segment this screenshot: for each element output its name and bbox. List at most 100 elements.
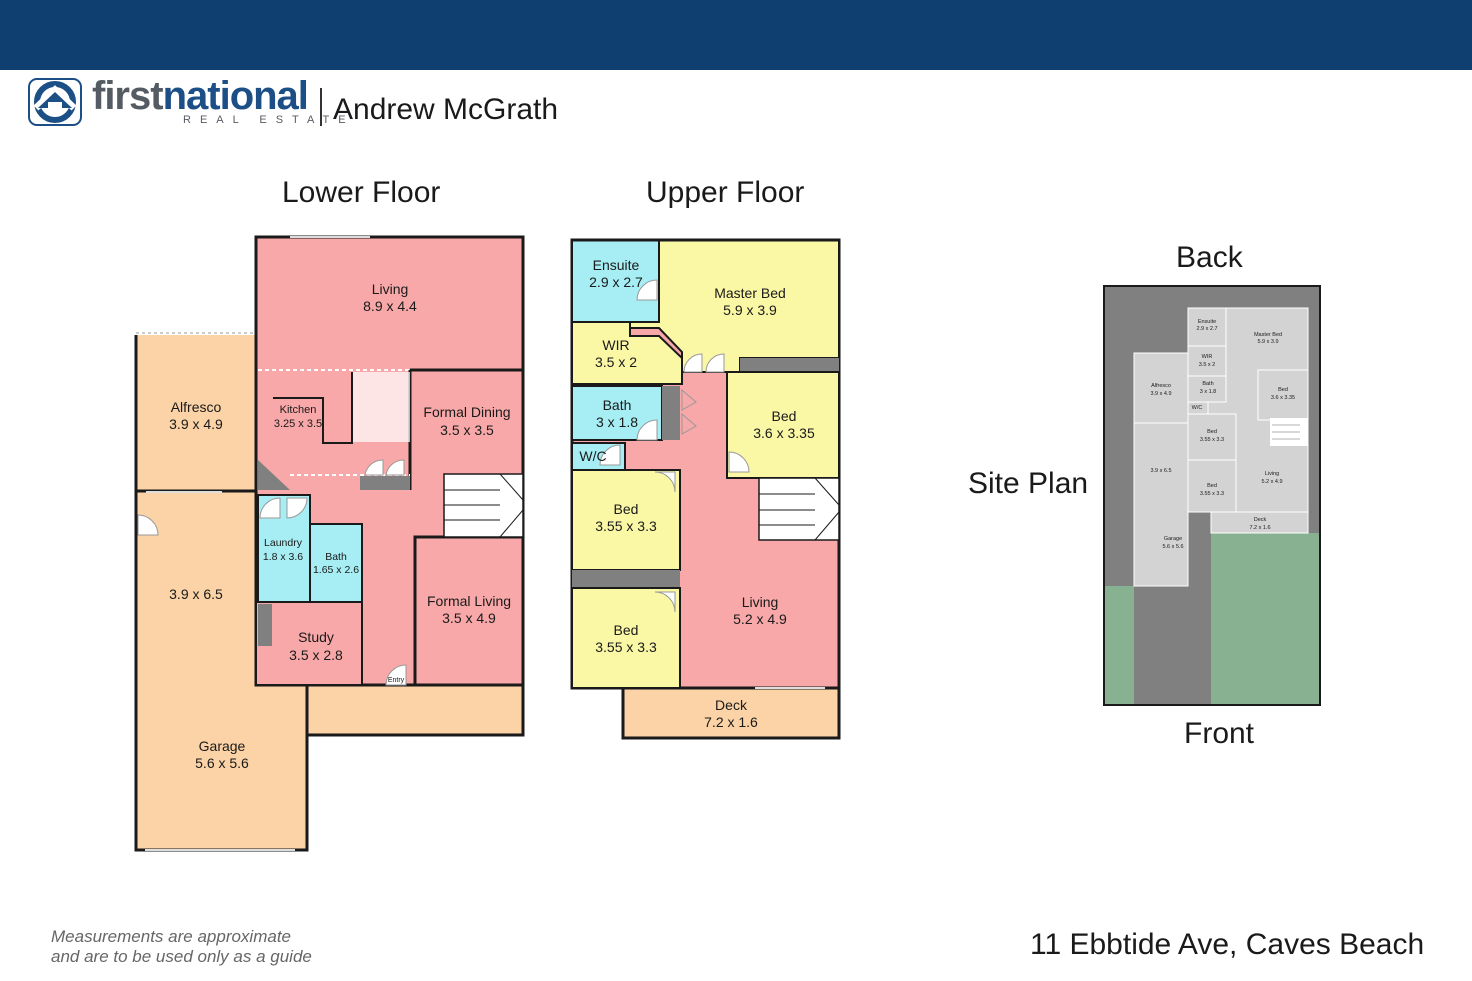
disclaimer-line-2: and are to be used only as a guide bbox=[51, 947, 312, 966]
alfresco-room bbox=[136, 335, 256, 493]
disclaimer-line-1: Measurements are approximate bbox=[51, 927, 292, 946]
svg-text:3.9 x 6.5: 3.9 x 6.5 bbox=[1150, 468, 1171, 474]
svg-text:3.55 x 3.3: 3.55 x 3.3 bbox=[1200, 491, 1224, 497]
lower-floor-title: Lower Floor bbox=[282, 176, 441, 209]
alfresco-label: Alfresco bbox=[171, 399, 222, 415]
svg-text:W/C: W/C bbox=[1192, 405, 1203, 411]
site-back-label: Back bbox=[1176, 241, 1243, 274]
formal-dining-label: Formal Dining bbox=[423, 404, 510, 420]
brand-name: firstnational bbox=[92, 74, 309, 118]
svg-text:5.6 x 5.6: 5.6 x 5.6 bbox=[1162, 544, 1183, 550]
door-swing-icon bbox=[137, 514, 159, 536]
bed-2-label: Bed bbox=[614, 501, 639, 517]
upper-staircase bbox=[758, 477, 840, 541]
bed-1-size: 3.6 x 3.35 bbox=[753, 425, 815, 441]
svg-text:7.2 x 1.6: 7.2 x 1.6 bbox=[1249, 525, 1270, 531]
study-size: 3.5 x 2.8 bbox=[289, 647, 343, 663]
upper-floor-plan: Ensuite 2.9 x 2.7 Master Bed 5.9 x 3.9 W… bbox=[570, 238, 841, 740]
garage-label: Garage bbox=[199, 738, 246, 754]
laundry-size: 1.8 x 3.6 bbox=[263, 551, 303, 563]
lower-floor-plan: Living 8.9 x 4.4 Alfresco 3.9 x 4.9 Kitc… bbox=[134, 235, 525, 852]
formal-living-label: Formal Living bbox=[427, 593, 511, 609]
header-bar bbox=[0, 0, 1472, 70]
svg-text:5.9 x 3.9: 5.9 x 3.9 bbox=[1257, 339, 1278, 345]
formal-dining-size: 3.5 x 3.5 bbox=[440, 422, 494, 438]
lower-bath-room bbox=[309, 523, 363, 603]
svg-text:5.2 x 4.9: 5.2 x 4.9 bbox=[1261, 479, 1282, 485]
svg-text:Master Bed: Master Bed bbox=[1254, 332, 1282, 338]
svg-text:Bed: Bed bbox=[1207, 483, 1217, 489]
door-swing-icon bbox=[683, 353, 703, 373]
door-swing-icon bbox=[636, 279, 658, 301]
door-swing-icon bbox=[705, 353, 725, 373]
property-address: 11 Ebbtide Ave, Caves Beach bbox=[1030, 928, 1425, 961]
wir-label: WIR bbox=[602, 337, 629, 353]
garage-size: 5.6 x 5.6 bbox=[195, 755, 249, 771]
formal-living-room bbox=[413, 535, 525, 687]
svg-text:Living: Living bbox=[1265, 471, 1279, 477]
door-swing-icon bbox=[385, 664, 407, 686]
study-room bbox=[255, 601, 363, 686]
lawn-right bbox=[1211, 533, 1320, 705]
door-swing-icon bbox=[654, 471, 676, 493]
door-swing-icon bbox=[599, 444, 621, 466]
bed-3-label: Bed bbox=[614, 622, 639, 638]
bed-room-2 bbox=[571, 469, 681, 571]
garage-rear-size: 3.9 x 6.5 bbox=[169, 586, 223, 602]
svg-text:3 x 1.8: 3 x 1.8 bbox=[1200, 389, 1217, 395]
living-label: Living bbox=[372, 281, 409, 297]
deck-label: Deck bbox=[715, 697, 748, 713]
door-swing-icon bbox=[385, 459, 405, 476]
svg-text:3.5 x 2: 3.5 x 2 bbox=[1199, 362, 1216, 368]
bed-1-label: Bed bbox=[772, 408, 797, 424]
door-swing-icon bbox=[286, 497, 308, 519]
laundry-label: Laundry bbox=[264, 537, 303, 549]
upper-living-size: 5.2 x 4.9 bbox=[733, 611, 787, 627]
lawn-left bbox=[1104, 586, 1134, 705]
kitchen-size: 3.25 x 3.5 bbox=[274, 418, 322, 430]
lower-bath-label: Bath bbox=[325, 551, 347, 563]
svg-text:Bath: Bath bbox=[1202, 381, 1213, 387]
svg-text:3.6 x 3.35: 3.6 x 3.35 bbox=[1271, 395, 1295, 401]
door-swing-icon bbox=[364, 459, 384, 476]
svg-text:3.9 x 4.9: 3.9 x 4.9 bbox=[1150, 391, 1171, 397]
study-label: Study bbox=[298, 629, 334, 645]
formal-living-size: 3.5 x 4.9 bbox=[442, 610, 496, 626]
first-national-logo-icon bbox=[28, 78, 82, 126]
logo-divider bbox=[320, 88, 322, 126]
wc-label: W/C bbox=[579, 448, 606, 464]
bed-room-3 bbox=[571, 587, 681, 689]
upper-living-label: Living bbox=[742, 594, 779, 610]
master-bed-size: 5.9 x 3.9 bbox=[723, 302, 777, 318]
upper-bath-size: 3 x 1.8 bbox=[596, 414, 638, 430]
agent-name: Andrew McGrath bbox=[333, 93, 559, 126]
bed-3-size: 3.55 x 3.3 bbox=[595, 639, 657, 655]
living-size: 8.9 x 4.4 bbox=[363, 298, 417, 314]
wir-size: 3.5 x 2 bbox=[595, 354, 637, 370]
master-bed-label: Master Bed bbox=[714, 285, 786, 301]
disclaimer: Measurements are approximate and are to … bbox=[51, 927, 312, 967]
entry-label: Entry bbox=[388, 677, 405, 684]
svg-text:WIR: WIR bbox=[1202, 354, 1213, 360]
svg-text:3.55 x 3.3: 3.55 x 3.3 bbox=[1200, 437, 1224, 443]
svg-text:Bed: Bed bbox=[1207, 429, 1217, 435]
door-swing-icon bbox=[636, 419, 658, 441]
site-plan-title: Site Plan bbox=[968, 467, 1089, 500]
upper-bath-label: Bath bbox=[603, 397, 632, 413]
svg-text:2.9 x 2.7: 2.9 x 2.7 bbox=[1196, 326, 1217, 332]
upper-floor-title: Upper Floor bbox=[646, 176, 805, 209]
alfresco-size: 3.9 x 4.9 bbox=[169, 416, 223, 432]
svg-text:Alfresco: Alfresco bbox=[1151, 383, 1171, 389]
brand-subtitle: REAL ESTATE bbox=[183, 114, 355, 126]
front-porch bbox=[305, 683, 525, 737]
door-swing-icon bbox=[654, 591, 676, 613]
lower-bath-size: 1.65 x 2.6 bbox=[313, 564, 359, 576]
brand-logo: firstnational REAL ESTATE bbox=[28, 74, 346, 128]
wir-room bbox=[571, 321, 683, 385]
driveway bbox=[1134, 586, 1211, 705]
ensuite-label: Ensuite bbox=[593, 257, 640, 273]
deck-size: 7.2 x 1.6 bbox=[704, 714, 758, 730]
deck-room bbox=[621, 686, 841, 740]
